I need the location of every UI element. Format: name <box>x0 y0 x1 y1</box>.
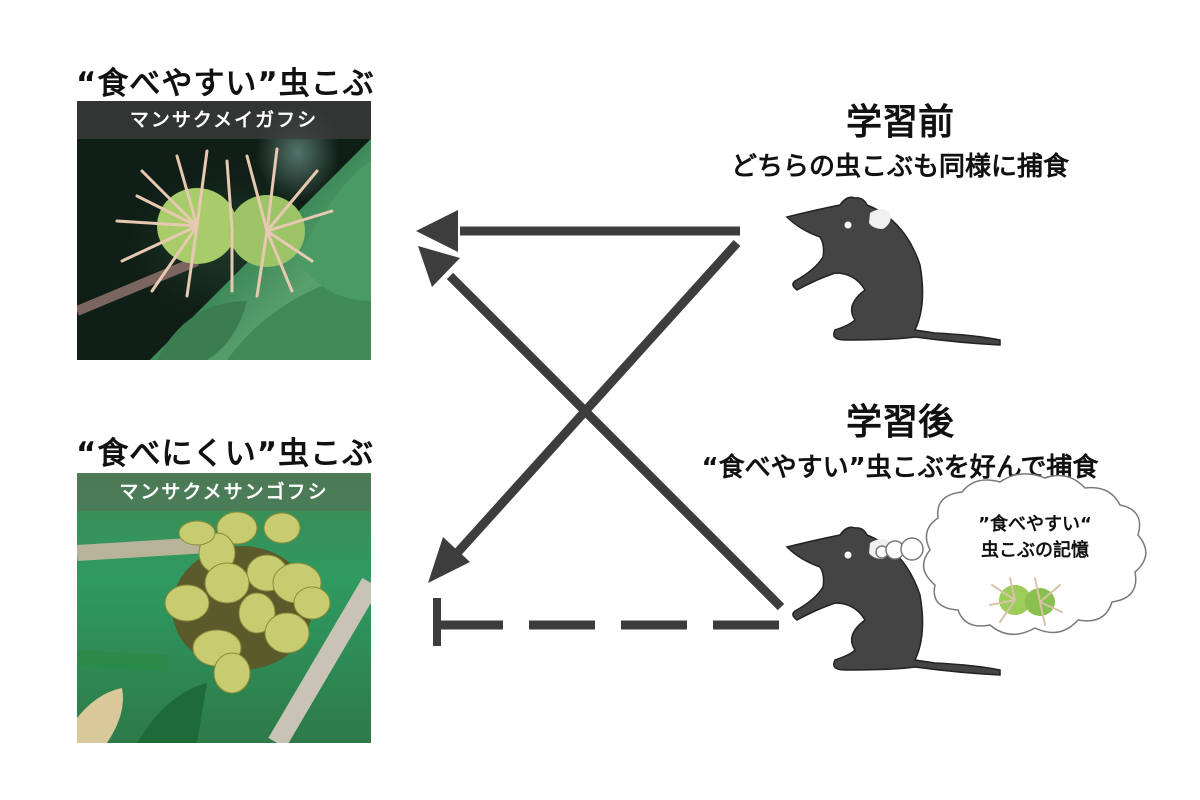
arrow-before-to-easy-gall <box>416 210 740 252</box>
easy-gall-title: “食べやすい”虫こぶ <box>76 66 375 102</box>
gall-coral-cluster <box>164 511 331 694</box>
arrow-after-to-easy-gall <box>418 246 785 611</box>
hard-gall-illustration <box>77 511 371 743</box>
hard-gall-photo: マンサクメサンゴフシ <box>77 473 371 743</box>
thought-line-2: 虫こぶの記憶 <box>981 540 1089 561</box>
easy-gall-illustration <box>77 147 371 360</box>
thought-text: ”食べやすい“ 虫こぶの記憶 <box>950 512 1120 564</box>
easy-gall-photo: マンサクメイガフシ <box>77 101 371 360</box>
hard-gall-species-label: マンサクメサンゴフシ <box>77 473 371 511</box>
before-learning-description: どちらの虫こぶも同様に捕食 <box>730 152 1069 182</box>
arrow-before-to-hard-gall <box>428 239 741 583</box>
blocked-line-after-to-hard-gall <box>433 598 780 646</box>
easy-gall-species-label: マンサクメイガフシ <box>77 101 371 139</box>
before-learning-title: 学習前 <box>845 102 954 143</box>
after-learning-description: “食べやすい”虫こぶを好んで捕食 <box>701 453 1099 483</box>
after-learning-title: 学習後 <box>845 402 954 443</box>
thought-line-1: ”食べやすい“ <box>978 514 1092 535</box>
gall-spiky-cluster <box>115 147 334 298</box>
hard-gall-title: “食べにくい”虫こぶ <box>76 436 375 472</box>
